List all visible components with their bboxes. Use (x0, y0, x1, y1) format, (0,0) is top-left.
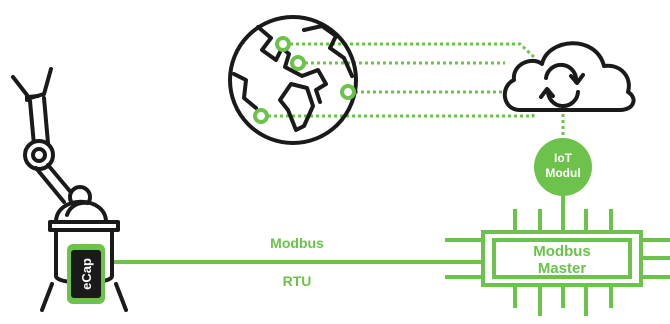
iot-label-line2: Modul (545, 166, 580, 180)
master-label-line2: Master (538, 260, 587, 277)
robot-arm-icon (11, 67, 128, 312)
link-1 (290, 42, 537, 60)
ecap-battery-icon: eCap (67, 244, 105, 304)
globe-node-2 (290, 55, 306, 71)
ecap-label: eCap (79, 258, 94, 290)
rtu-link-label: RTU (283, 273, 312, 289)
iot-label-line1: IoT (554, 151, 573, 165)
iot-module: IoT Modul (534, 138, 592, 196)
globe-node-1 (275, 36, 291, 52)
globe-icon (228, 15, 358, 145)
globe-node-4 (253, 108, 269, 124)
modbus-master-chip (445, 196, 670, 316)
modbus-link-label: Modbus (270, 235, 324, 251)
globe-node-3 (340, 84, 356, 100)
globe-nodes (253, 36, 356, 124)
cloud-sync-icon (503, 41, 636, 112)
master-label-line1: Modbus (533, 243, 591, 260)
